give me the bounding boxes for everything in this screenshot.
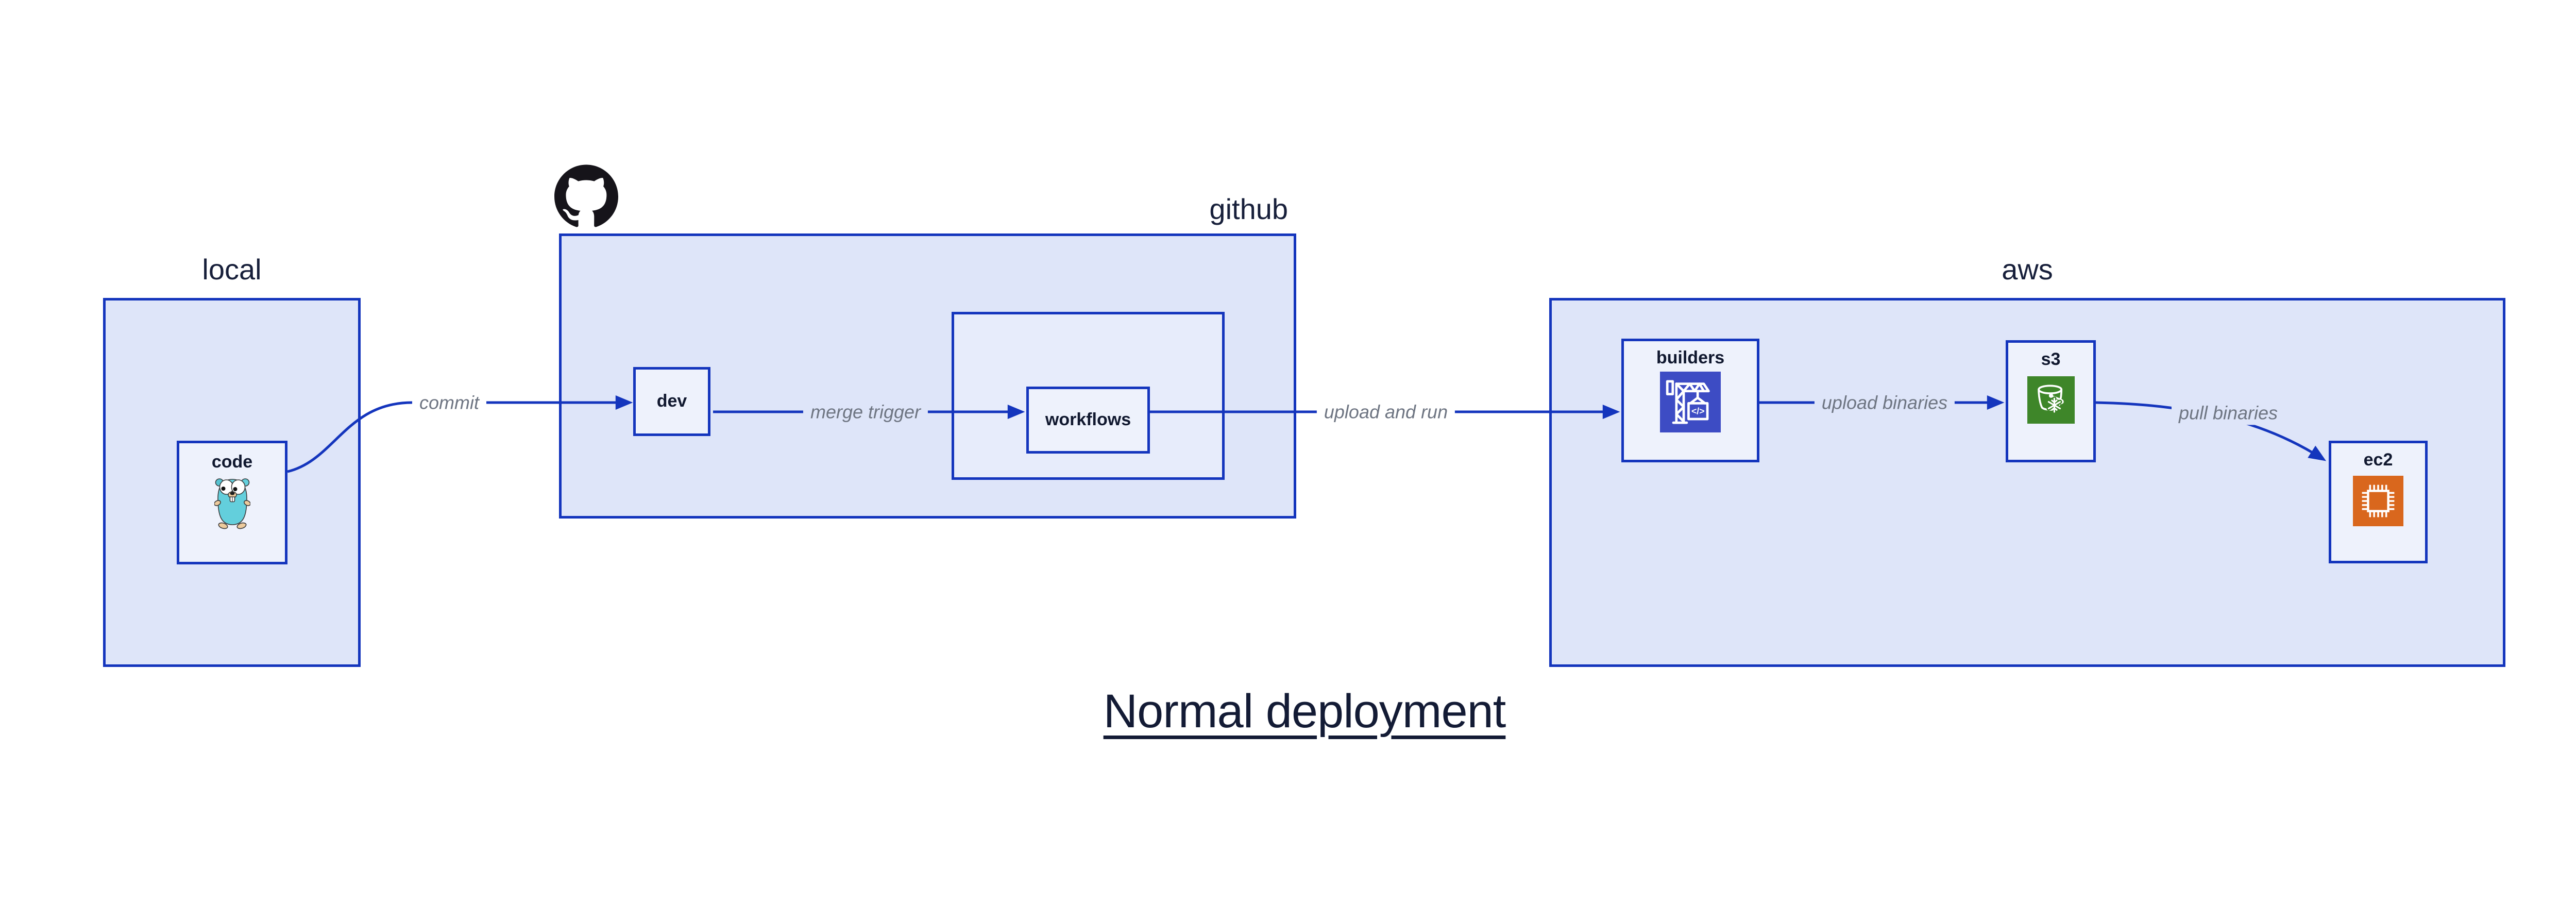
node-s3: s3 [2006, 340, 2096, 462]
node-code: code [177, 441, 287, 564]
group-aws-label: aws [2002, 253, 2053, 286]
node-builders: builders </> [1621, 339, 1759, 462]
group-github-label: github [1209, 193, 1288, 225]
github-logo-icon [554, 164, 618, 227]
edge-pull-binaries-label: pull binaries [2171, 400, 2285, 425]
node-workflows-label: workflows [1045, 410, 1131, 430]
aws-codebuild-icon: </> [1660, 372, 1721, 433]
node-dev: dev [633, 367, 710, 436]
aws-ec2-chip-icon [2353, 476, 2403, 527]
edge-merge-trigger-label: merge trigger [803, 399, 928, 424]
go-gopher-icon [214, 478, 250, 529]
node-ec2: ec2 [2329, 441, 2428, 563]
node-workflows: workflows [1026, 387, 1150, 454]
node-ec2-label: ec2 [2363, 450, 2393, 470]
svg-text:</>: </> [1691, 406, 1705, 416]
group-local-label: local [202, 253, 262, 286]
node-s3-label: s3 [2041, 349, 2061, 369]
node-code-label: code [211, 452, 253, 472]
node-dev-label: dev [656, 391, 687, 411]
node-builders-label: builders [1656, 348, 1725, 368]
edge-commit-label: commit [412, 390, 486, 415]
edge-upload-binaries-label: upload binaries [1814, 390, 1955, 415]
aws-s3-glacier-bucket-icon [2027, 376, 2075, 424]
edge-upload-and-run-label: upload and run [1316, 399, 1455, 424]
diagram-title: Normal deployment [1103, 685, 1506, 738]
